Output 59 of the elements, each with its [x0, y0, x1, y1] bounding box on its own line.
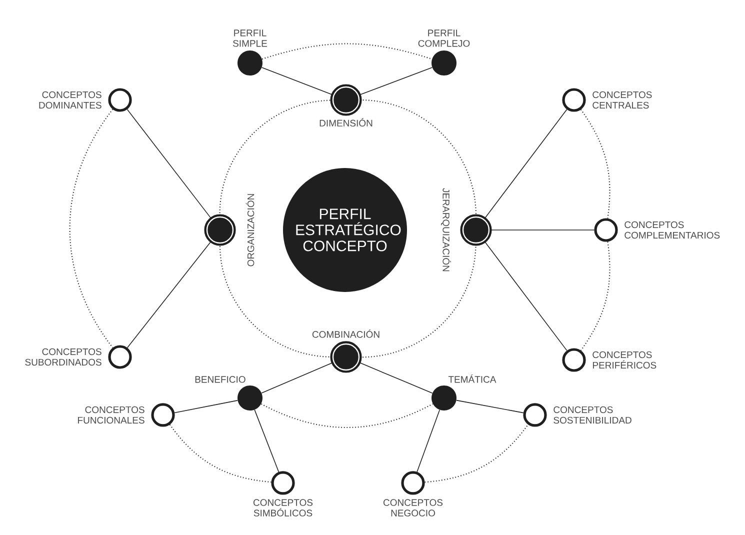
hub-circle	[204, 214, 236, 246]
node-label: PERFIL SIMPLE	[233, 30, 268, 47]
hub-circle	[330, 84, 362, 116]
open-circle	[562, 348, 586, 372]
open-circle	[562, 88, 586, 112]
connector-line	[484, 109, 568, 220]
dotted-arc	[260, 403, 434, 428]
connector-line	[261, 362, 334, 394]
connector-line	[358, 362, 433, 394]
open-circle	[271, 471, 295, 495]
connector-line	[484, 240, 568, 351]
connector-line	[358, 67, 433, 96]
node-label: COMBINACIÓN	[312, 329, 380, 338]
hub-circle	[460, 214, 492, 246]
dotted-arc	[219, 244, 332, 358]
dotted-arc	[262, 43, 432, 60]
connector-line	[126, 240, 212, 348]
dotted-arc	[360, 244, 476, 358]
filled-circle	[238, 50, 262, 76]
dotted-arc	[580, 242, 610, 351]
dotted-arc	[169, 424, 272, 483]
open-circle	[108, 345, 132, 369]
open-circle	[108, 88, 132, 112]
dotted-arc	[219, 100, 332, 216]
node-label: CONCEPTOS CENTRALES	[592, 91, 652, 109]
node-label: BENEFICIO	[195, 376, 246, 383]
open-circle	[594, 218, 618, 242]
filled-circle	[432, 50, 456, 76]
node-label: CONCEPTOS SOSTENIBILIDAD	[554, 406, 632, 424]
hub-circle	[330, 341, 362, 373]
center-circle	[283, 168, 407, 292]
filled-circle	[238, 385, 262, 410]
node-label: CONCEPTOS NEGOCIO	[384, 499, 443, 516]
connector-line	[456, 400, 524, 414]
node-label: CONCEPTOS PERIFÉRICOS	[592, 351, 656, 369]
connector-line	[126, 108, 212, 220]
node-label: CONCEPTOS SUBORDINADOS	[25, 348, 102, 366]
connector-line	[261, 67, 334, 96]
dotted-arc	[360, 99, 477, 216]
connector-line	[254, 409, 280, 472]
node-label: DIMENSIÓN	[320, 118, 372, 127]
node-label: ORGANIZACIÓN	[246, 194, 254, 266]
node-label: PERFIL ESTRATÉGICO CONCEPTO	[296, 208, 401, 252]
node-label: CONCEPTOS SIMBÓLICOS	[254, 499, 313, 516]
dotted-arc	[580, 109, 610, 218]
connector-line	[174, 400, 238, 414]
node-label: JERARQUIZACIÓN	[440, 188, 452, 272]
node-label: PERFIL COMPLEJO	[418, 30, 470, 47]
open-circle	[151, 403, 175, 427]
node-label: CONCEPTOS COMPLEMENTARIOS	[624, 221, 720, 239]
node-label: TEMÁTICA	[448, 374, 496, 383]
node-label: CONCEPTOS FUNCIONALES	[78, 406, 144, 424]
open-circle	[523, 403, 547, 427]
connector-line	[416, 410, 440, 472]
filled-circle	[432, 385, 456, 410]
node-label: CONCEPTOS DOMINANTES	[39, 91, 102, 109]
open-circle	[401, 471, 425, 495]
dotted-arc	[69, 108, 114, 348]
dotted-arc	[424, 424, 529, 483]
